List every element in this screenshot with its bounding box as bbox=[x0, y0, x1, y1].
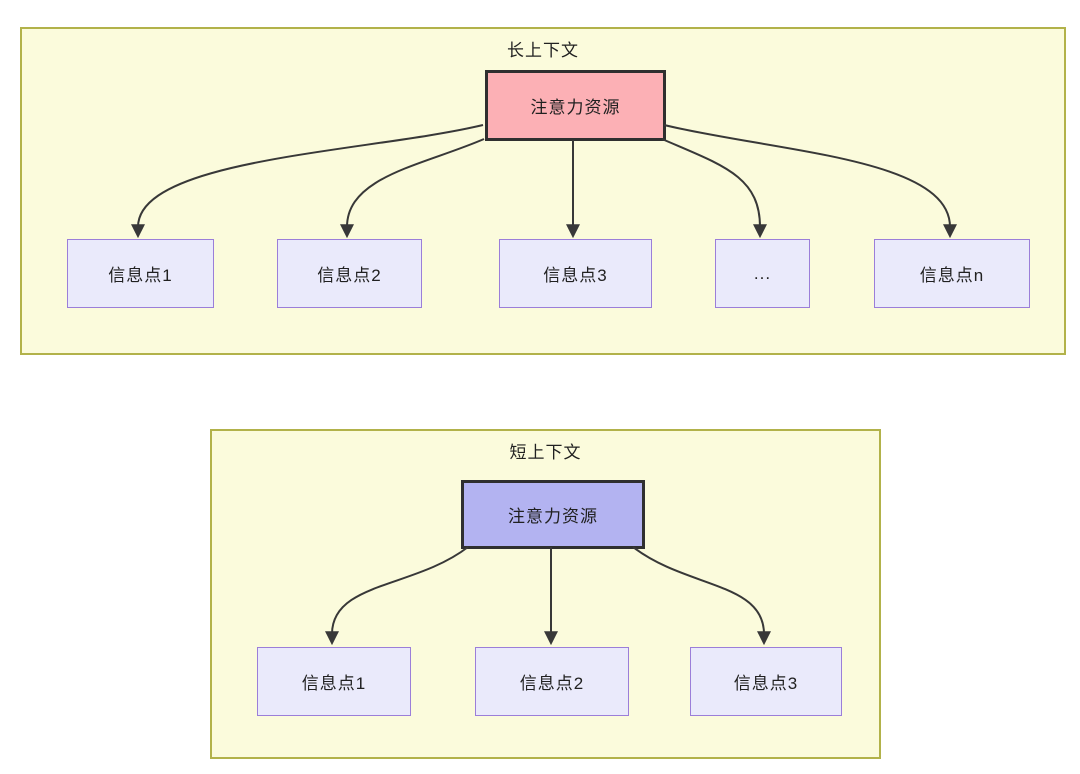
short-context-title: 短上下文 bbox=[509, 443, 582, 462]
info-node-long-3: 信息点3 bbox=[499, 239, 652, 308]
info-node-short-2: 信息点2 bbox=[475, 647, 629, 716]
info-node-long-2: 信息点2 bbox=[277, 239, 422, 308]
long-context-panel: 长上下文 注意力资源 信息点1 信息点2 信息点3 ... 信息点n bbox=[20, 27, 1066, 355]
long-context-title: 长上下文 bbox=[507, 41, 579, 60]
info-node-short-1: 信息点1 bbox=[257, 647, 411, 716]
info-node-long-n: 信息点n bbox=[874, 239, 1030, 308]
attention-resource-node-short: 注意力资源 bbox=[461, 480, 645, 549]
info-node-long-1: 信息点1 bbox=[67, 239, 214, 308]
short-context-panel: 短上下文 注意力资源 信息点1 信息点2 信息点3 bbox=[210, 429, 881, 759]
info-node-short-3: 信息点3 bbox=[690, 647, 842, 716]
attention-resource-node-long: 注意力资源 bbox=[485, 70, 666, 141]
info-node-long-ellipsis: ... bbox=[715, 239, 810, 308]
